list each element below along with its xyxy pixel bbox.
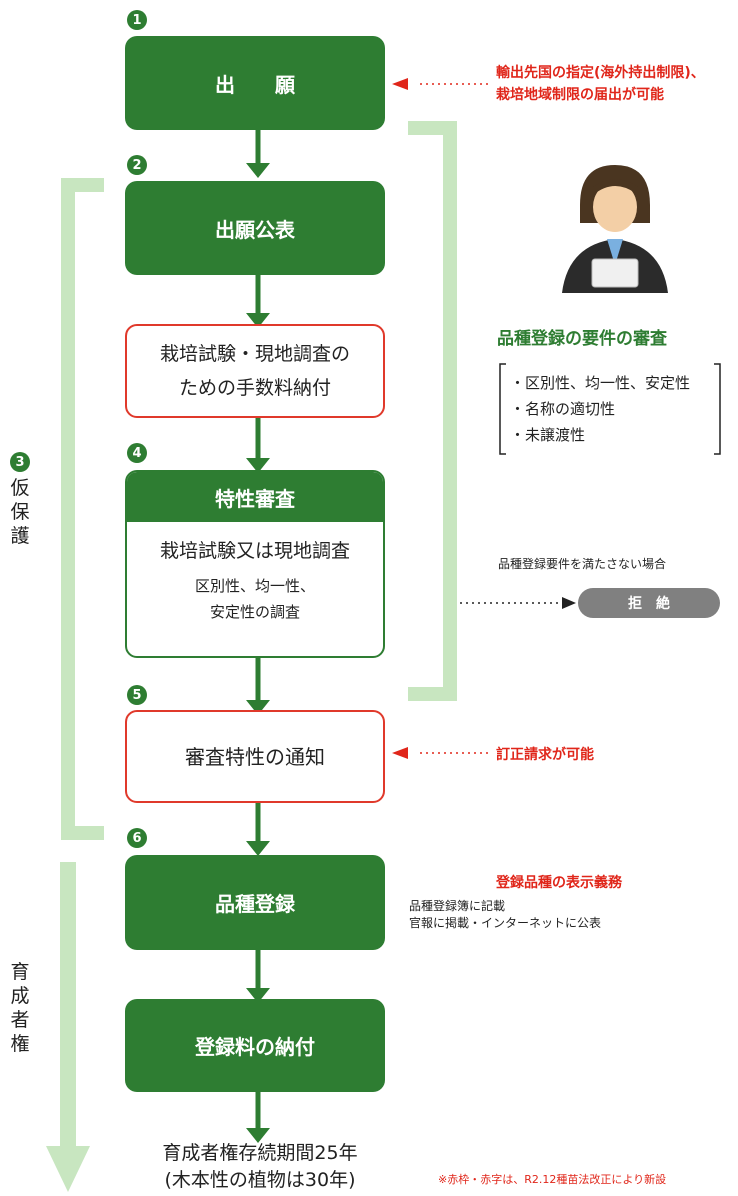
fee-payment-box: 栽培試験・現地調査の ための手数料納付: [125, 324, 385, 418]
notification-box: 審査特性の通知: [125, 710, 385, 803]
duration-text: 育成者権存続期間25年 (木本性の植物は30年): [120, 1140, 400, 1194]
notification-label: 審査特性の通知: [185, 744, 325, 769]
display-obligation-title: 登録品種の表示義務: [496, 875, 622, 891]
reject-condition-text: 品種登録要件を満たさない場合: [498, 557, 667, 571]
registration-fee-box: 登録料の納付: [125, 999, 385, 1092]
step-number-1: 1: [127, 10, 147, 30]
characteristic-exam-header: 特性審査: [127, 472, 383, 522]
correction-request-note: 訂正請求が可能: [496, 747, 594, 763]
provisional-protection-label: 仮 保 護: [10, 477, 30, 547]
step-number-5: 5: [127, 685, 147, 705]
publication-box: 出願公表: [125, 181, 385, 275]
footnote: ※赤枠・赤字は、R2.12種苗法改正により新設: [438, 1173, 667, 1186]
list-item: ・未譲渡性: [510, 426, 586, 444]
export-restriction-note: 輸出先国の指定(海外持出制限)、 栽培地域制限の届出が可能: [496, 65, 705, 103]
duration-line-1: 育成者権存続期間25年: [162, 1142, 358, 1164]
duration-line-2: (木本性の植物は30年): [164, 1169, 356, 1191]
step-number-4: 4: [127, 443, 147, 463]
characteristic-exam-detail: 区別性、均一性、 安定性の調査: [127, 573, 383, 625]
examiner-figure: [562, 165, 668, 293]
characteristic-exam-sub: 栽培試験又は現地調査: [159, 540, 350, 562]
list-item: ・区別性、均一性、安定性: [510, 374, 691, 392]
fee-payment-line-1: 栽培試験・現地調査の: [159, 343, 350, 365]
application-box: 出 願: [125, 36, 385, 130]
list-item: ・名称の適切性: [510, 400, 616, 418]
breeders-right-label: 育 成 者 権: [10, 961, 30, 1055]
rejection-badge: 拒 絶: [578, 588, 720, 618]
characteristic-exam-box: 特性審査 栽培試験又は現地調査 区別性、均一性、 安定性の調査: [125, 470, 385, 658]
exam-requirements-title: 品種登録の要件の審査: [497, 329, 667, 349]
step-number-6: 6: [127, 828, 147, 848]
fee-payment-line-2: ための手数料納付: [178, 377, 331, 399]
display-obligation-details: 品種登録簿に記載 官報に掲載・インターネットに公表: [409, 899, 602, 930]
step-number-2: 2: [127, 155, 147, 175]
detail-line-2: 安定性の調査: [209, 603, 300, 621]
detail-line-1: 区別性、均一性、: [194, 577, 315, 595]
step-number-3: 3: [10, 452, 30, 472]
registration-box: 品種登録: [125, 855, 385, 950]
exam-requirements-list: ・区別性、均一性、安定性 ・名称の適切性 ・未譲渡性: [510, 370, 690, 448]
